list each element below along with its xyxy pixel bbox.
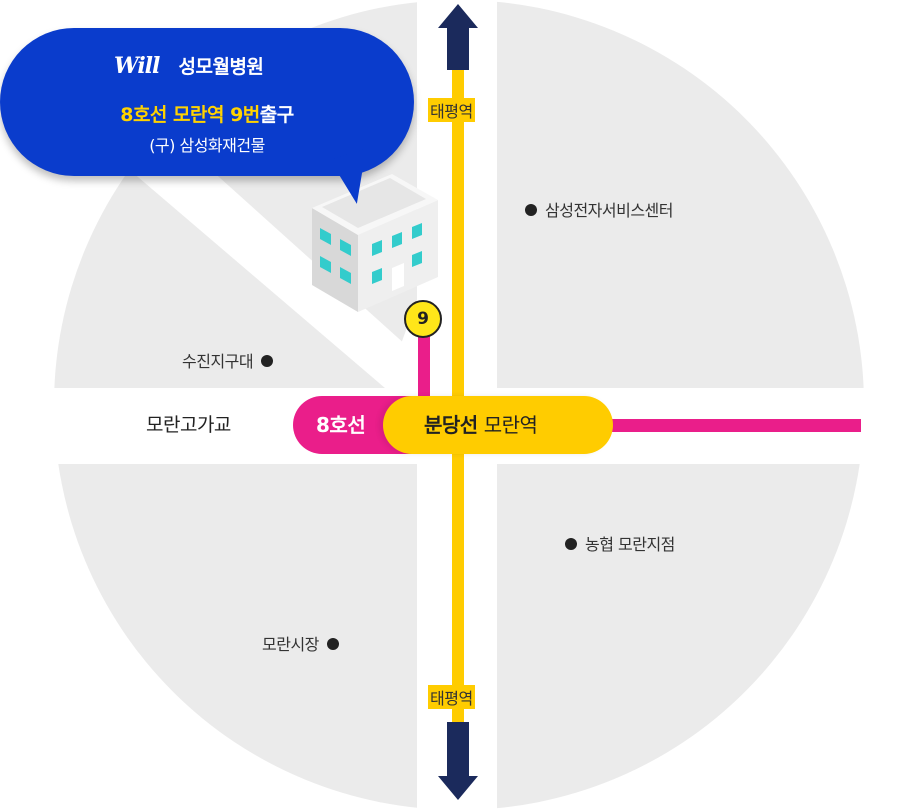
station-name: 모란역 <box>483 413 538 437</box>
landmark-se-label: 농협 모란지점 <box>585 535 675 554</box>
landmark-nw-label: 수진지구대 <box>182 352 254 371</box>
road-name: 모란고가교 <box>146 414 231 436</box>
landmark-dot-icon <box>565 538 577 550</box>
south-arrow <box>438 722 478 800</box>
exit-directions-highlight: 8호선 모란역 9번 <box>120 104 260 126</box>
hospital-building <box>312 174 438 312</box>
landmark-nw: 수진지구대 <box>182 348 274 372</box>
north-station-label: 태평역 <box>428 98 475 122</box>
north-arrow <box>438 4 478 70</box>
landmark-ne-label: 삼성전자서비스센터 <box>545 201 673 220</box>
exit-directions: 8호선 모란역 9번출구 <box>0 100 414 127</box>
bundang-line-label: 분당선 <box>424 413 478 437</box>
landmark-sw-label: 모란시장 <box>262 635 319 654</box>
landmark-ne: 삼성전자서비스센터 <box>525 197 673 221</box>
hospital-logo: Will 성모월병원 <box>114 52 264 79</box>
exit-directions-suffix: 출구 <box>259 104 294 126</box>
landmark-dot-icon <box>525 204 537 216</box>
line8-exit-connector <box>418 330 430 410</box>
landmark-dot-icon <box>326 638 339 650</box>
building-note: (구) 삼성화재건물 <box>149 136 265 155</box>
block-sw <box>54 464 417 810</box>
hospital-name: 성모월병원 <box>178 56 264 78</box>
exit-9-marker: 9 <box>404 300 442 338</box>
diagonal-road <box>118 160 417 388</box>
line8-track-east <box>600 419 861 432</box>
block-ne <box>497 0 864 388</box>
bundang-station-badge <box>383 396 613 454</box>
will-logo-mark: Will <box>114 52 160 79</box>
hospital-callout <box>0 28 414 176</box>
block-se <box>497 464 864 810</box>
landmark-dot-icon <box>261 355 274 367</box>
south-station-label: 태평역 <box>428 685 475 709</box>
landmark-se: 농협 모란지점 <box>565 531 675 555</box>
landmark-sw: 모란시장 <box>262 631 339 655</box>
line8-label: 8호선 <box>316 413 366 437</box>
